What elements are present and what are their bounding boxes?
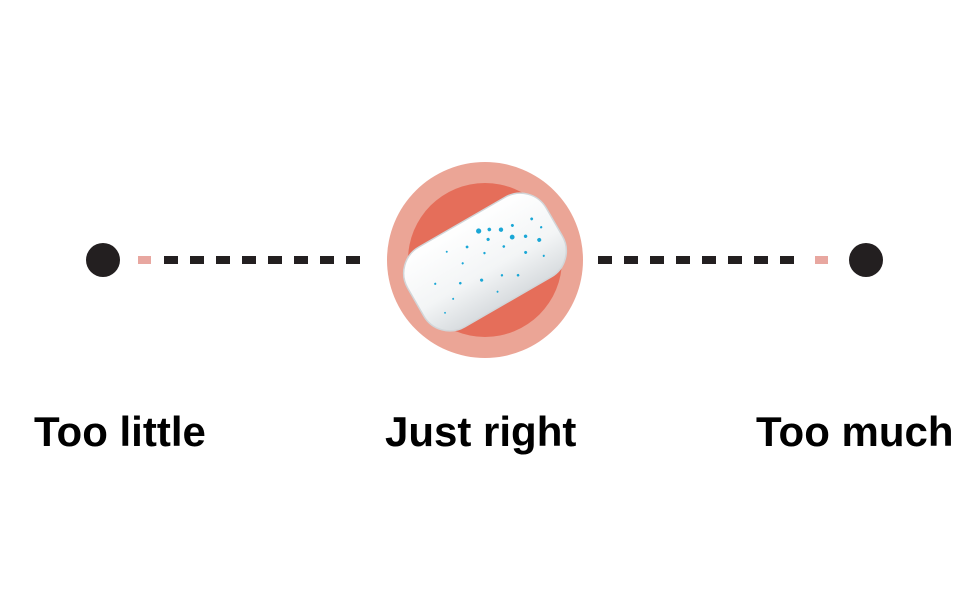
label-too-little: Too little bbox=[34, 408, 206, 455]
label-too-much: Too much bbox=[756, 408, 954, 455]
left-dashed-line bbox=[138, 256, 360, 264]
right-accent-dash bbox=[815, 256, 828, 264]
right-end-dot bbox=[849, 243, 883, 277]
label-just-right: Just right bbox=[385, 408, 577, 455]
gum-speckles bbox=[434, 217, 545, 314]
center-marker bbox=[387, 162, 583, 358]
left-accent-dash bbox=[138, 256, 151, 264]
right-dashed-line bbox=[598, 256, 828, 264]
chewing-gum-piece-icon bbox=[402, 192, 568, 332]
left-end-dot bbox=[86, 243, 120, 277]
